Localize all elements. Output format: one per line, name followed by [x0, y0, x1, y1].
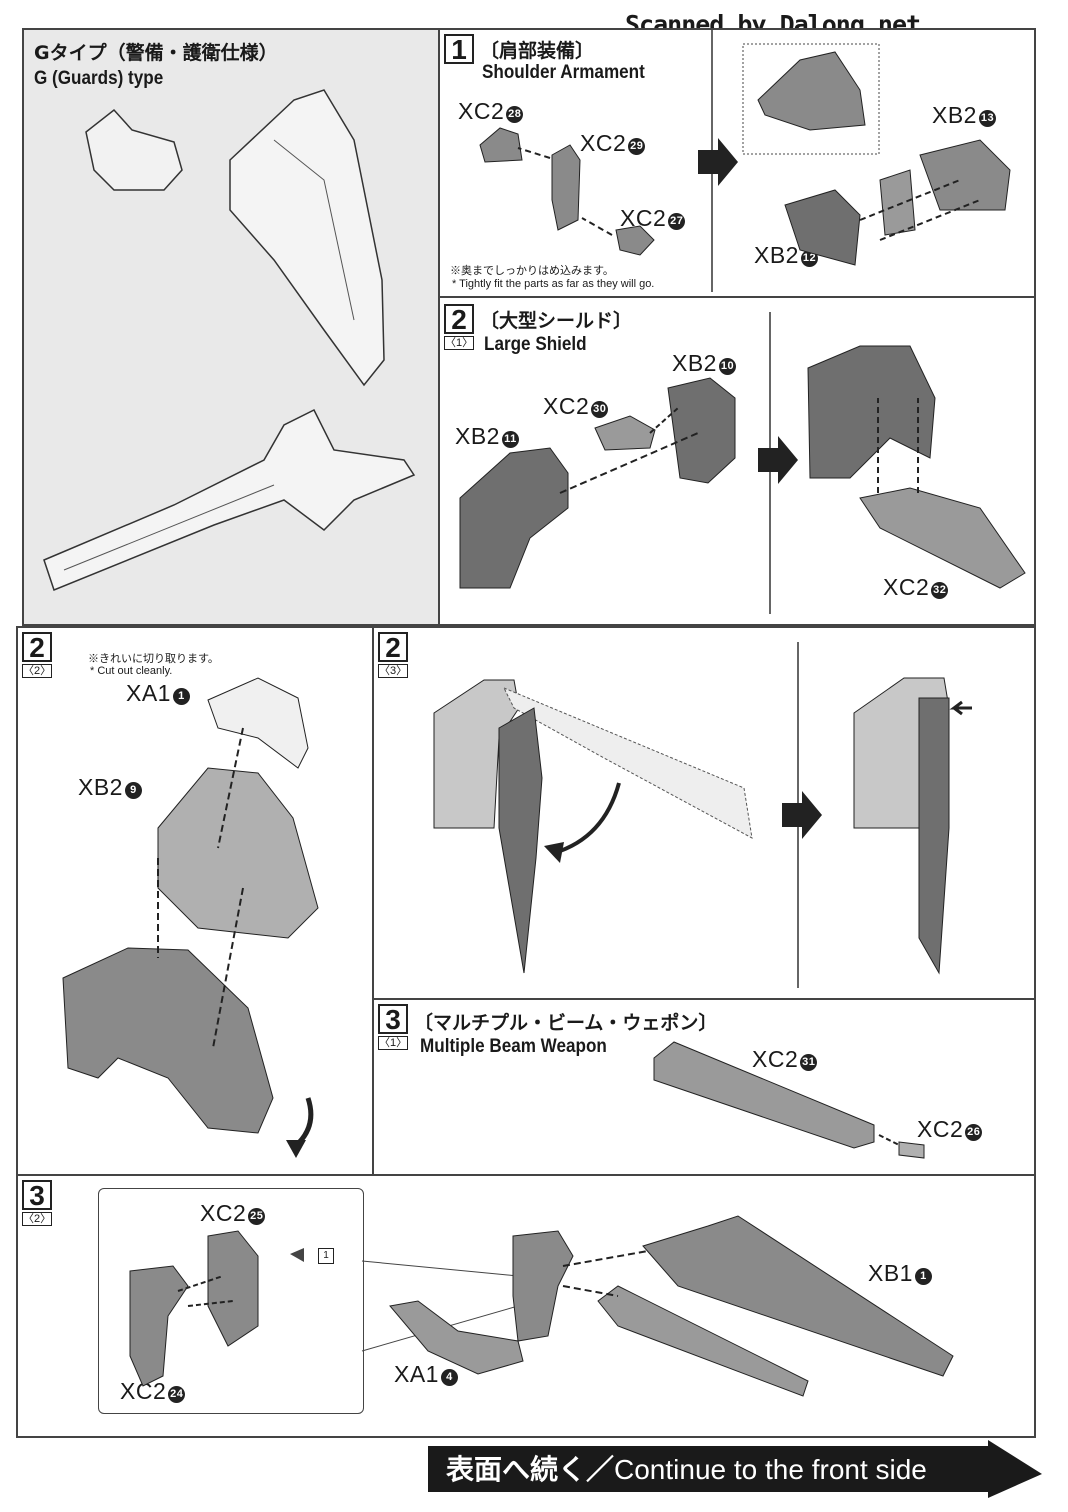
- step2-2-note-jp: ※きれいに切り取ります。: [88, 653, 219, 665]
- step3-2-number: 3: [22, 1180, 52, 1210]
- step3-1-title-jp: 〔マルチプル・ビーム・ウェポン〕: [414, 1012, 718, 1034]
- part-xb2-11: [459, 447, 569, 589]
- part-xb2-9: [157, 767, 319, 939]
- step2-3-number: 2: [378, 632, 408, 662]
- beam-barrel-part: [597, 1285, 809, 1397]
- part-xc2-24: [129, 1265, 189, 1387]
- large-shield: [229, 89, 385, 387]
- step1-illustration: [479, 30, 1011, 292]
- step2-3-sub: 〈3〉: [378, 664, 408, 678]
- step1-note-en: * Tightly fit the parts as far as they w…: [452, 278, 655, 290]
- arrow-left-icon: [949, 700, 972, 716]
- part-xc2-27: [615, 225, 655, 256]
- part-xb2-10: [667, 377, 736, 484]
- step1-number: 1: [444, 34, 474, 64]
- part-xc2-28: [479, 127, 523, 163]
- step2-1-title-en: Large Shield: [484, 334, 587, 355]
- part-xb2-12: [784, 189, 861, 266]
- arrow-right-icon: [758, 436, 798, 484]
- part-xc2-30: [594, 415, 656, 451]
- step3-1-number: 3: [378, 1004, 408, 1034]
- step3-1-illustration: [653, 1041, 925, 1159]
- step2-2-illustration: [62, 677, 319, 1158]
- detail-inset-box: [98, 1188, 364, 1414]
- step2-1-illustration: [459, 312, 1026, 614]
- part-xc2-31: [653, 1041, 875, 1149]
- g-type-title-en: G (Guards) type: [34, 68, 164, 89]
- step1-title-jp: 〔肩部装備〕: [480, 40, 595, 62]
- step2-3-illustration: [433, 642, 972, 988]
- step3-2-sub: 〈2〉: [22, 1212, 52, 1226]
- grip-part: [512, 1230, 574, 1342]
- step1-note-jp: ※奥までしっかりはめ込みます。: [450, 265, 614, 277]
- beam-weapon: [43, 408, 416, 591]
- step3-2-illustration: [129, 1215, 954, 1397]
- footer-text: 表面へ続く／Continue to the front side: [446, 1448, 927, 1488]
- part-xc2-32: [859, 487, 1026, 589]
- step2-2-note-en: * Cut out cleanly.: [90, 665, 173, 677]
- part-xc2-26: [898, 1141, 925, 1159]
- step2-1-sub: 〈1〉: [444, 336, 474, 350]
- step2-2-sub: 〈2〉: [22, 664, 52, 678]
- step1-title-en: Shoulder Armament: [482, 62, 645, 83]
- arrow-right-icon: [782, 791, 822, 839]
- part-xc2-29: [551, 144, 581, 231]
- step2-2-number: 2: [22, 632, 52, 662]
- step2-3-panel: 2 〈3〉: [374, 626, 1036, 1000]
- g-type-title-jp: Gタイプ（警備・護衛仕様）: [34, 42, 278, 64]
- shield-base-part: [62, 947, 274, 1134]
- g-type-illustration: [43, 89, 416, 591]
- part-xb2-13: [919, 139, 1011, 211]
- part-xa1-1: [207, 677, 309, 769]
- footer-text-jp: 表面へ続く／: [446, 1453, 615, 1486]
- g-type-panel: Gタイプ（警備・護衛仕様） G (Guards) type: [22, 28, 440, 626]
- step2-1-number: 2: [444, 304, 474, 334]
- step-ref-badge: 1: [318, 1248, 334, 1264]
- shield-blade-part: [498, 707, 543, 974]
- step3-1-sub: 〈1〉: [378, 1036, 408, 1050]
- step3-1-panel: 3 〈1〉 〔マルチプル・ビーム・ウェポン〕 Multiple Beam Wea…: [374, 1000, 1036, 1176]
- arrow-right-icon: [698, 138, 738, 186]
- tag-icon: [290, 1248, 304, 1262]
- step2-1-title-jp: 〔大型シールド〕: [480, 310, 633, 332]
- footer-arrow-shape: [428, 1440, 1042, 1498]
- part-xc2-25: [207, 1230, 259, 1347]
- step3-1-title-en: Multiple Beam Weapon: [420, 1036, 607, 1057]
- footer-text-en: Continue to the front side: [614, 1454, 927, 1485]
- part-xa1-4: [389, 1300, 524, 1375]
- part-xb1-1: [642, 1215, 954, 1377]
- curved-arrow-icon: [553, 782, 621, 855]
- step2-2-panel: 2 〈2〉 ※きれいに切り取ります。 * Cut out cleanly. XA…: [16, 626, 374, 1176]
- shoulder-part: [85, 108, 183, 191]
